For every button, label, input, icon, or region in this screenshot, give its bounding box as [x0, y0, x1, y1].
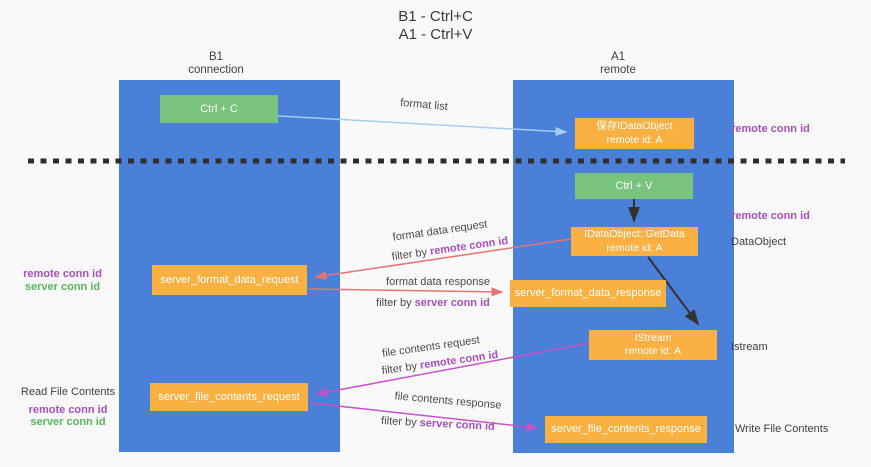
ctrl-c-label: Ctrl + C: [200, 102, 238, 115]
remote-conn-id-text: remote conn id: [429, 234, 509, 258]
ctrl-v-label: Ctrl + V: [615, 179, 653, 192]
file-contents-response-label: file contents response: [394, 390, 502, 412]
title-line-2: A1 - Ctrl+V: [398, 26, 473, 43]
getdata-line1: IDataObject::GetData: [584, 228, 685, 240]
format-data-response-label: format data response: [386, 276, 490, 288]
server-file-contents-response-label: server_file_contents_response: [551, 423, 701, 435]
read-file-contents-annotation: Read File Contents: [20, 386, 116, 398]
server-conn-id-annotation-bottom: server conn id: [30, 416, 106, 428]
remote-conn-id-annotation-left: remote conn id: [23, 268, 102, 280]
server-file-contents-request-box: server_file_contents_request: [150, 383, 308, 411]
idataobject-getdata-box: IDataObject::GetData remote id: A: [571, 227, 698, 256]
server-file-contents-request-label: server_file_contents_request: [158, 390, 300, 403]
title-line-1: B1 - Ctrl+C: [398, 8, 473, 25]
save-idataobject-box: 保存IDataObject remote id: A: [575, 118, 694, 149]
istream-annotation: Istream: [731, 341, 768, 353]
format-data-response-filter-label: filter by server conn id: [376, 297, 490, 309]
server-conn-id-text: server conn id: [414, 297, 490, 309]
getdata-line2: remote id: A: [606, 241, 663, 254]
save-idataobject-line1: 保存IDataObject: [596, 120, 673, 132]
server-conn-id-annotation-left: server conn id: [24, 280, 101, 293]
server-format-data-response-box: server_format_data_response: [510, 280, 666, 307]
server-format-data-response-label: server_format_data_response: [514, 287, 662, 299]
save-idataobject-line2: remote id: A: [606, 133, 663, 146]
server-format-data-request-box: server_format_data_request: [152, 265, 307, 295]
right-column-name: A1: [610, 51, 626, 63]
format-list-label: format list: [399, 96, 449, 114]
remote-conn-id-annotation-bottom: remote conn id: [28, 403, 108, 416]
server-format-data-request-label: server_format_data_request: [160, 273, 299, 286]
istream-line1: IStream: [634, 331, 672, 344]
ctrl-c-box: Ctrl + C: [160, 95, 278, 123]
istream-line2: remote id: A: [624, 345, 682, 357]
istream-box: IStream remote id: A: [589, 330, 717, 360]
right-column-subtitle: remote: [600, 64, 636, 76]
read-file-contents-group: Read File Contents remote conn id server…: [8, 386, 128, 429]
right-column-header: A1 remote: [558, 51, 678, 77]
server-file-contents-response-box: server_file_contents_response: [545, 416, 707, 443]
write-file-contents-annotation: Write File Contents: [735, 423, 829, 435]
filter-by-text: filter by: [380, 415, 420, 430]
left-column-header: B1 connection: [156, 51, 276, 77]
left-column-subtitle: connection: [188, 64, 244, 76]
ctrl-v-box: Ctrl + V: [575, 173, 693, 199]
diagram-title: B1 - Ctrl+C A1 - Ctrl+V: [0, 8, 871, 44]
filter-by-text: filter by: [391, 245, 431, 264]
server-conn-id-text: server conn id: [419, 417, 496, 433]
remote-conn-id-annotation-top: remote conn id: [731, 123, 810, 135]
file-contents-response-filter-label: filter by server conn id: [381, 415, 495, 433]
dataobject-annotation: DataObject: [731, 236, 787, 248]
remote-conn-id-annotation-mid: remote conn id: [731, 210, 810, 222]
left-conn-id-annotation-group: remote conn id server conn id: [5, 268, 120, 293]
filter-by-text: filter by: [376, 297, 415, 309]
filter-by-text: filter by: [381, 359, 421, 378]
left-column-name: B1: [208, 51, 224, 63]
